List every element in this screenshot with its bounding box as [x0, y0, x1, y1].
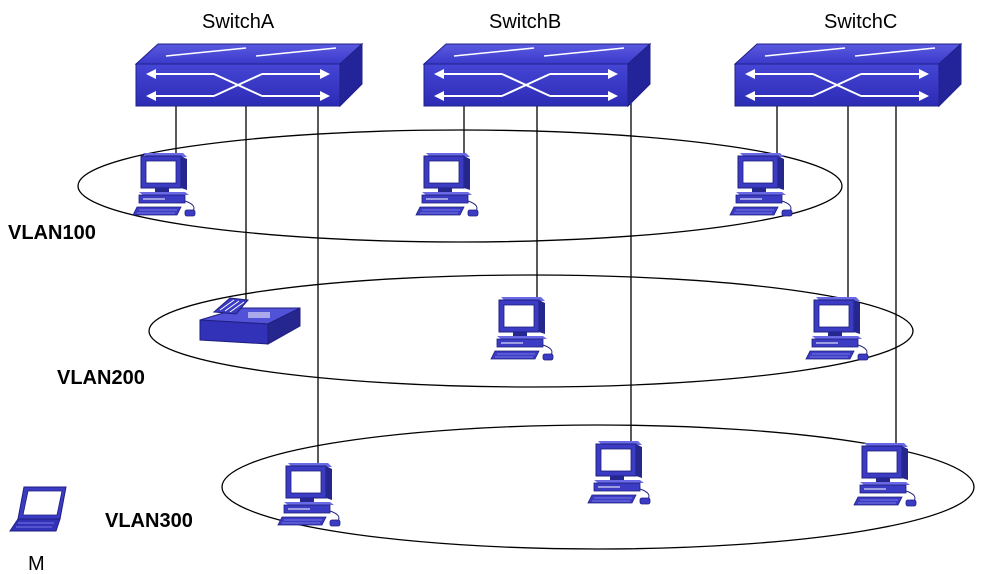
desktop-pc-icon: [587, 440, 651, 505]
desktop-pc-icon: [853, 442, 917, 507]
vlan200-ring: [148, 274, 914, 388]
device-m: M: [9, 486, 67, 574]
device-m-label: M: [28, 553, 45, 574]
desktop-pc-icon: [277, 462, 341, 527]
vlan300-ring: [221, 424, 975, 550]
switch-b: SwitchB: [423, 11, 651, 107]
network-switch-icon: [423, 43, 651, 107]
switch-a-label: SwitchA: [202, 11, 275, 33]
vlan100-label: VLAN100: [8, 222, 96, 244]
laptop-icon: [9, 486, 67, 532]
desktop-pc-icon: [132, 152, 196, 217]
desktop-pc-icon: [805, 296, 869, 361]
links: [175, 100, 897, 466]
desktop-pc-icon: [490, 296, 554, 361]
printer-icon: [199, 297, 301, 345]
network-switch-icon: [135, 43, 363, 107]
vlan100-ring: [77, 129, 843, 243]
desktop-pc-icon: [729, 152, 793, 217]
switch-b-label: SwitchB: [489, 11, 561, 33]
switch-c-label: SwitchC: [824, 11, 897, 33]
switch-a: SwitchA: [135, 11, 363, 107]
switch-c: SwitchC: [734, 11, 962, 107]
vlan300-label: VLAN300: [105, 510, 193, 532]
desktop-pc-icon: [415, 152, 479, 217]
network-switch-icon: [734, 43, 962, 107]
vlan200-label: VLAN200: [57, 367, 145, 389]
